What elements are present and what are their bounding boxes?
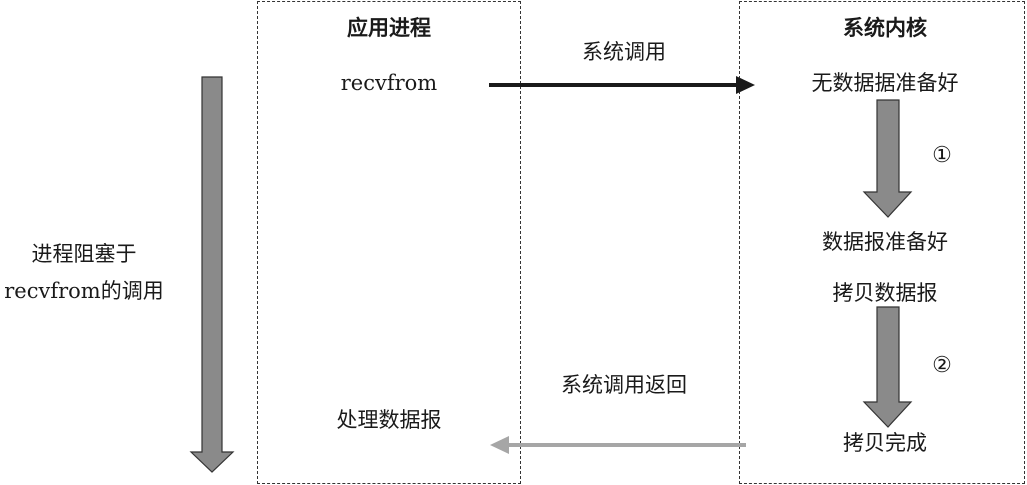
app-process-box xyxy=(257,1,521,484)
no-data-ready-label: 无数据据准备好 xyxy=(811,71,959,95)
app-process-title: 应用进程 xyxy=(347,15,431,40)
syscall-label: 系统调用 xyxy=(582,40,666,64)
recvfrom-label: recvfrom xyxy=(340,71,438,95)
step2-marker: ② xyxy=(932,353,952,378)
blocked-note-line1: 进程阻塞于 xyxy=(31,242,137,266)
syscall-return-label: 系统调用返回 xyxy=(561,373,687,397)
process-datagram-label: 处理数据报 xyxy=(336,408,442,432)
step1-arrow-icon xyxy=(862,99,913,218)
step2-arrow-icon xyxy=(862,306,913,428)
blocking-arrow-icon xyxy=(189,76,235,473)
data-ready-label: 数据报准备好 xyxy=(822,230,948,254)
step1-marker: ① xyxy=(932,143,952,168)
return-arrow xyxy=(490,436,746,454)
blocked-note-line2: recvfrom的调用 xyxy=(4,279,164,303)
copy-done-label: 拷贝完成 xyxy=(843,431,927,455)
copy-datagram-label: 拷贝数据报 xyxy=(832,281,938,305)
kernel-title: 系统内核 xyxy=(843,15,927,40)
kernel-box xyxy=(739,1,1025,484)
syscall-arrow xyxy=(489,76,755,94)
